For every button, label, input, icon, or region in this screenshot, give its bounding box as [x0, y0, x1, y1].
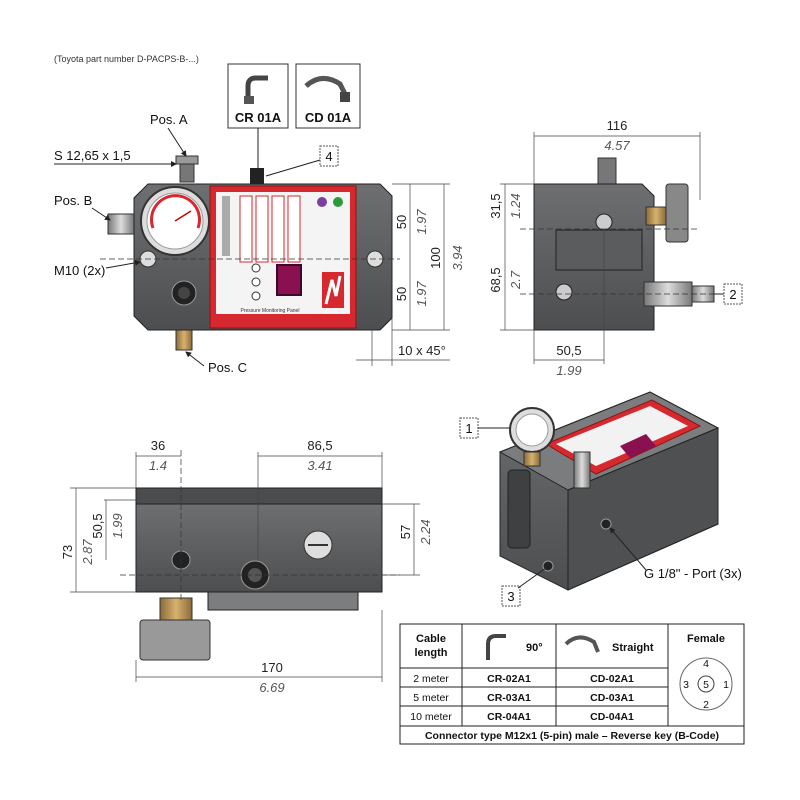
dim-394: 3.94 — [450, 245, 465, 270]
dim-669: 6.69 — [259, 680, 284, 695]
row-length: 10 meter — [410, 711, 452, 723]
row-cr: CR-02A1 — [487, 673, 531, 685]
callout-2: 2 — [729, 287, 736, 302]
part-number-note: (Toyota part number D-PACPS-B-...) — [54, 54, 199, 64]
col-90: 90° — [526, 642, 543, 654]
bottom-view: 36 1.4 86,5 3.41 73 2.87 50,5 1.99 57 2.… — [60, 438, 433, 695]
cr-label: CR 01A — [235, 110, 282, 125]
row-cd: CD-02A1 — [590, 673, 634, 685]
dim-865: 86,5 — [307, 438, 332, 453]
dim-199-bottom: 1.99 — [110, 513, 125, 538]
callout-4: 4 — [325, 149, 332, 164]
col-cable-1: Cable — [416, 633, 446, 645]
cd-label: CD 01A — [305, 110, 352, 125]
bottom-gauge-icon — [139, 619, 211, 661]
pin-2: 2 — [703, 699, 709, 711]
front-view: Pressure Monitoring Panel Pos. A S 12,65… — [54, 112, 465, 375]
dim-505-side: 50,5 — [556, 343, 581, 358]
dim-100: 100 — [428, 247, 443, 269]
thread-label: S 12,65 x 1,5 — [54, 148, 131, 163]
row-length: 2 meter — [413, 673, 449, 685]
pos-a-label: Pos. A — [150, 112, 188, 127]
m10-label: M10 (2x) — [54, 263, 105, 278]
dim-341: 3.41 — [307, 458, 332, 473]
dim-14: 1.4 — [149, 458, 167, 473]
row-cr: CR-03A1 — [487, 692, 531, 704]
dim-224: 2.24 — [418, 519, 433, 545]
dim-27: 2.7 — [508, 270, 523, 290]
dim-50-bot: 50 — [394, 287, 409, 301]
dim-116: 116 — [607, 118, 628, 133]
cr-connector-icon — [245, 75, 268, 100]
dim-124: 1.24 — [508, 193, 523, 218]
isometric-view: 1 3 G 1/8" - Port (3x) — [459, 391, 742, 607]
col-cable-2: length — [415, 647, 448, 659]
pin-3: 3 — [683, 679, 689, 691]
pos-b-label: Pos. B — [54, 193, 92, 208]
row-length: 5 meter — [413, 692, 449, 704]
chamfer-label: 10 x 45° — [398, 343, 446, 358]
dim-73: 73 — [60, 545, 75, 559]
panel-caption: Pressure Monitoring Panel — [241, 308, 300, 314]
col-female: Female — [687, 633, 725, 645]
dim-199-side: 1.99 — [556, 363, 581, 378]
cd-connector-icon — [304, 76, 349, 98]
row-cd: CD-04A1 — [590, 711, 634, 723]
col-90-icon — [486, 634, 506, 660]
dim-457: 4.57 — [604, 138, 630, 153]
row-cd: CD-03A1 — [590, 692, 634, 704]
connector-cr-box: CR 01A — [227, 63, 289, 129]
dim-36: 36 — [151, 438, 165, 453]
callout-1: 1 — [465, 421, 472, 436]
row-cr: CR-04A1 — [487, 711, 531, 723]
callout-3: 3 — [507, 589, 514, 604]
cable-table: Cable length 90° Straight Female 5 1 2 3… — [399, 623, 745, 745]
port-label: G 1/8" - Port (3x) — [644, 566, 742, 581]
table-footer: Connector type M12x1 (5-pin) male – Reve… — [425, 730, 719, 742]
side-gauge-icon — [665, 183, 689, 243]
dim-315: 31,5 — [488, 193, 503, 218]
pos-c-label: Pos. C — [208, 360, 247, 375]
dim-50-top: 50 — [394, 215, 409, 229]
dim-287: 2.87 — [80, 539, 95, 566]
pin-4: 4 — [703, 658, 709, 670]
connector-cd-box: CD 01A — [295, 63, 361, 129]
pin-5: 5 — [703, 679, 709, 691]
dim-57: 57 — [398, 525, 413, 539]
dim-197-top: 1.97 — [414, 209, 429, 235]
col-straight-icon — [564, 635, 600, 653]
dim-197-bot: 1.97 — [414, 281, 429, 307]
pin-1: 1 — [723, 679, 729, 691]
dim-170: 170 — [261, 660, 283, 675]
side-view: 116 4.57 31,5 1.24 68,5 2.7 50,5 1.99 2 — [488, 118, 743, 378]
dim-505-bottom: 50,5 — [90, 513, 105, 538]
dim-685: 68,5 — [488, 267, 503, 292]
col-straight: Straight — [612, 642, 654, 654]
